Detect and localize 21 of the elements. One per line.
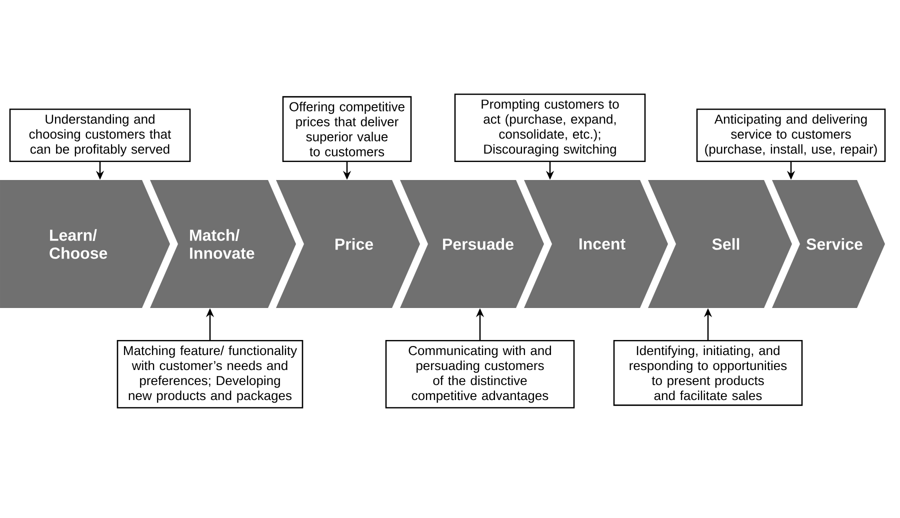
description-box: Matching feature/ functionality with customer’s needs and preferences; Developing new products and packages [116,340,304,408]
description-box: Anticipating and delivering service to customers (purchase, install, use, repair) [696,108,886,162]
chevron-step: Price [276,180,420,308]
node-label: Learn/ Choose [50,229,108,259]
node-label: Match/ Innovate [190,229,254,259]
description-box: Identifying, initiating, and responding to opportunities to present products and facilitate sales [613,340,803,406]
node-label: Sell [712,238,740,250]
node-label: Persuade [443,238,514,250]
chevron-step: Learn/ Choose [0,180,170,308]
chevron-step: Match/ Innovate [150,180,296,308]
chevron-step: Sell [648,180,792,308]
chevron-step: Service [772,180,885,308]
chevron-step: Incent [524,180,668,308]
description-box: Communicating with and persuading customers of the distinctive competitive advantages [385,340,575,408]
node-label: Incent [580,238,626,250]
node-label: Service [806,238,862,250]
node-label: Price [336,238,374,250]
description-box: Understanding and choosing customers that can be profitably served [9,108,191,162]
description-box: Prompting customers to act (purchase, expand, consolidate, etc.); Discouraging switching [454,94,646,162]
chevron-step: Persuade [400,180,544,308]
description-box: Offering competitive prices that deliver superior value to customers [282,96,412,162]
